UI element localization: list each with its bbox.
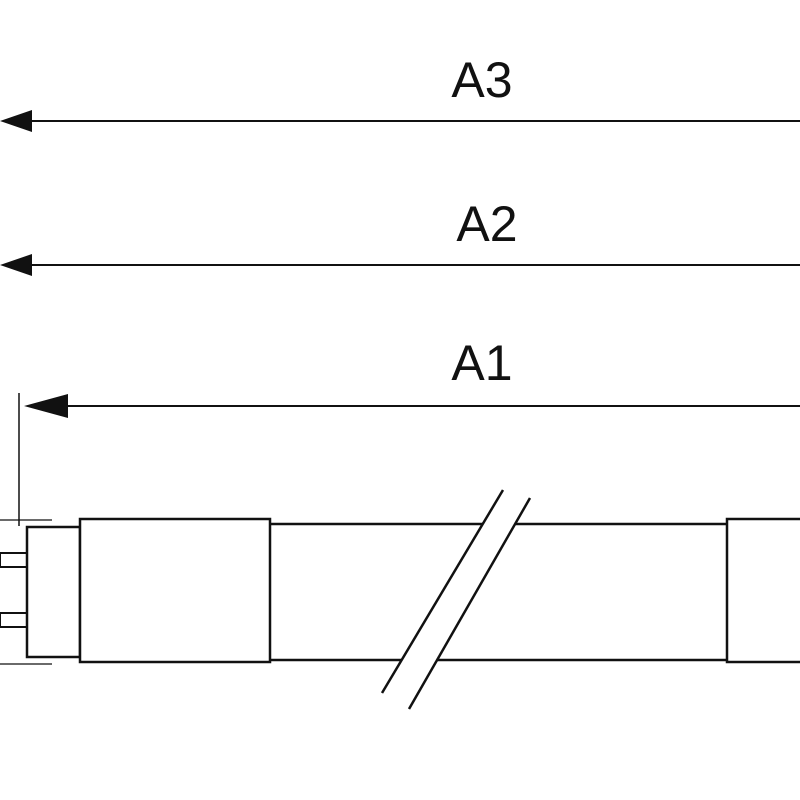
dimension-a2-arrowhead [0, 254, 32, 276]
dimension-a3: A3 [0, 52, 800, 132]
dimension-a1: A1 [18, 335, 800, 526]
tube-end-band-right [725, 517, 800, 664]
dimension-a3-arrowhead [0, 110, 32, 132]
tube-break-mark [380, 489, 532, 710]
break-line-right [407, 497, 532, 710]
tube-end-band-left [78, 517, 272, 664]
dimension-a1-arrowhead [24, 394, 68, 418]
dimension-a2: A2 [0, 196, 800, 276]
tube-end-cap-left [25, 525, 82, 659]
pin-upper [0, 552, 28, 568]
break-gap [382, 490, 530, 709]
dimension-a2-label: A2 [456, 196, 517, 252]
dimension-a3-label: A3 [451, 52, 512, 108]
break-line-left [380, 489, 505, 694]
tube-pins [0, 519, 52, 665]
tube [25, 517, 800, 664]
dimension-a1-label: A1 [451, 335, 512, 391]
pin-lower [0, 612, 28, 628]
